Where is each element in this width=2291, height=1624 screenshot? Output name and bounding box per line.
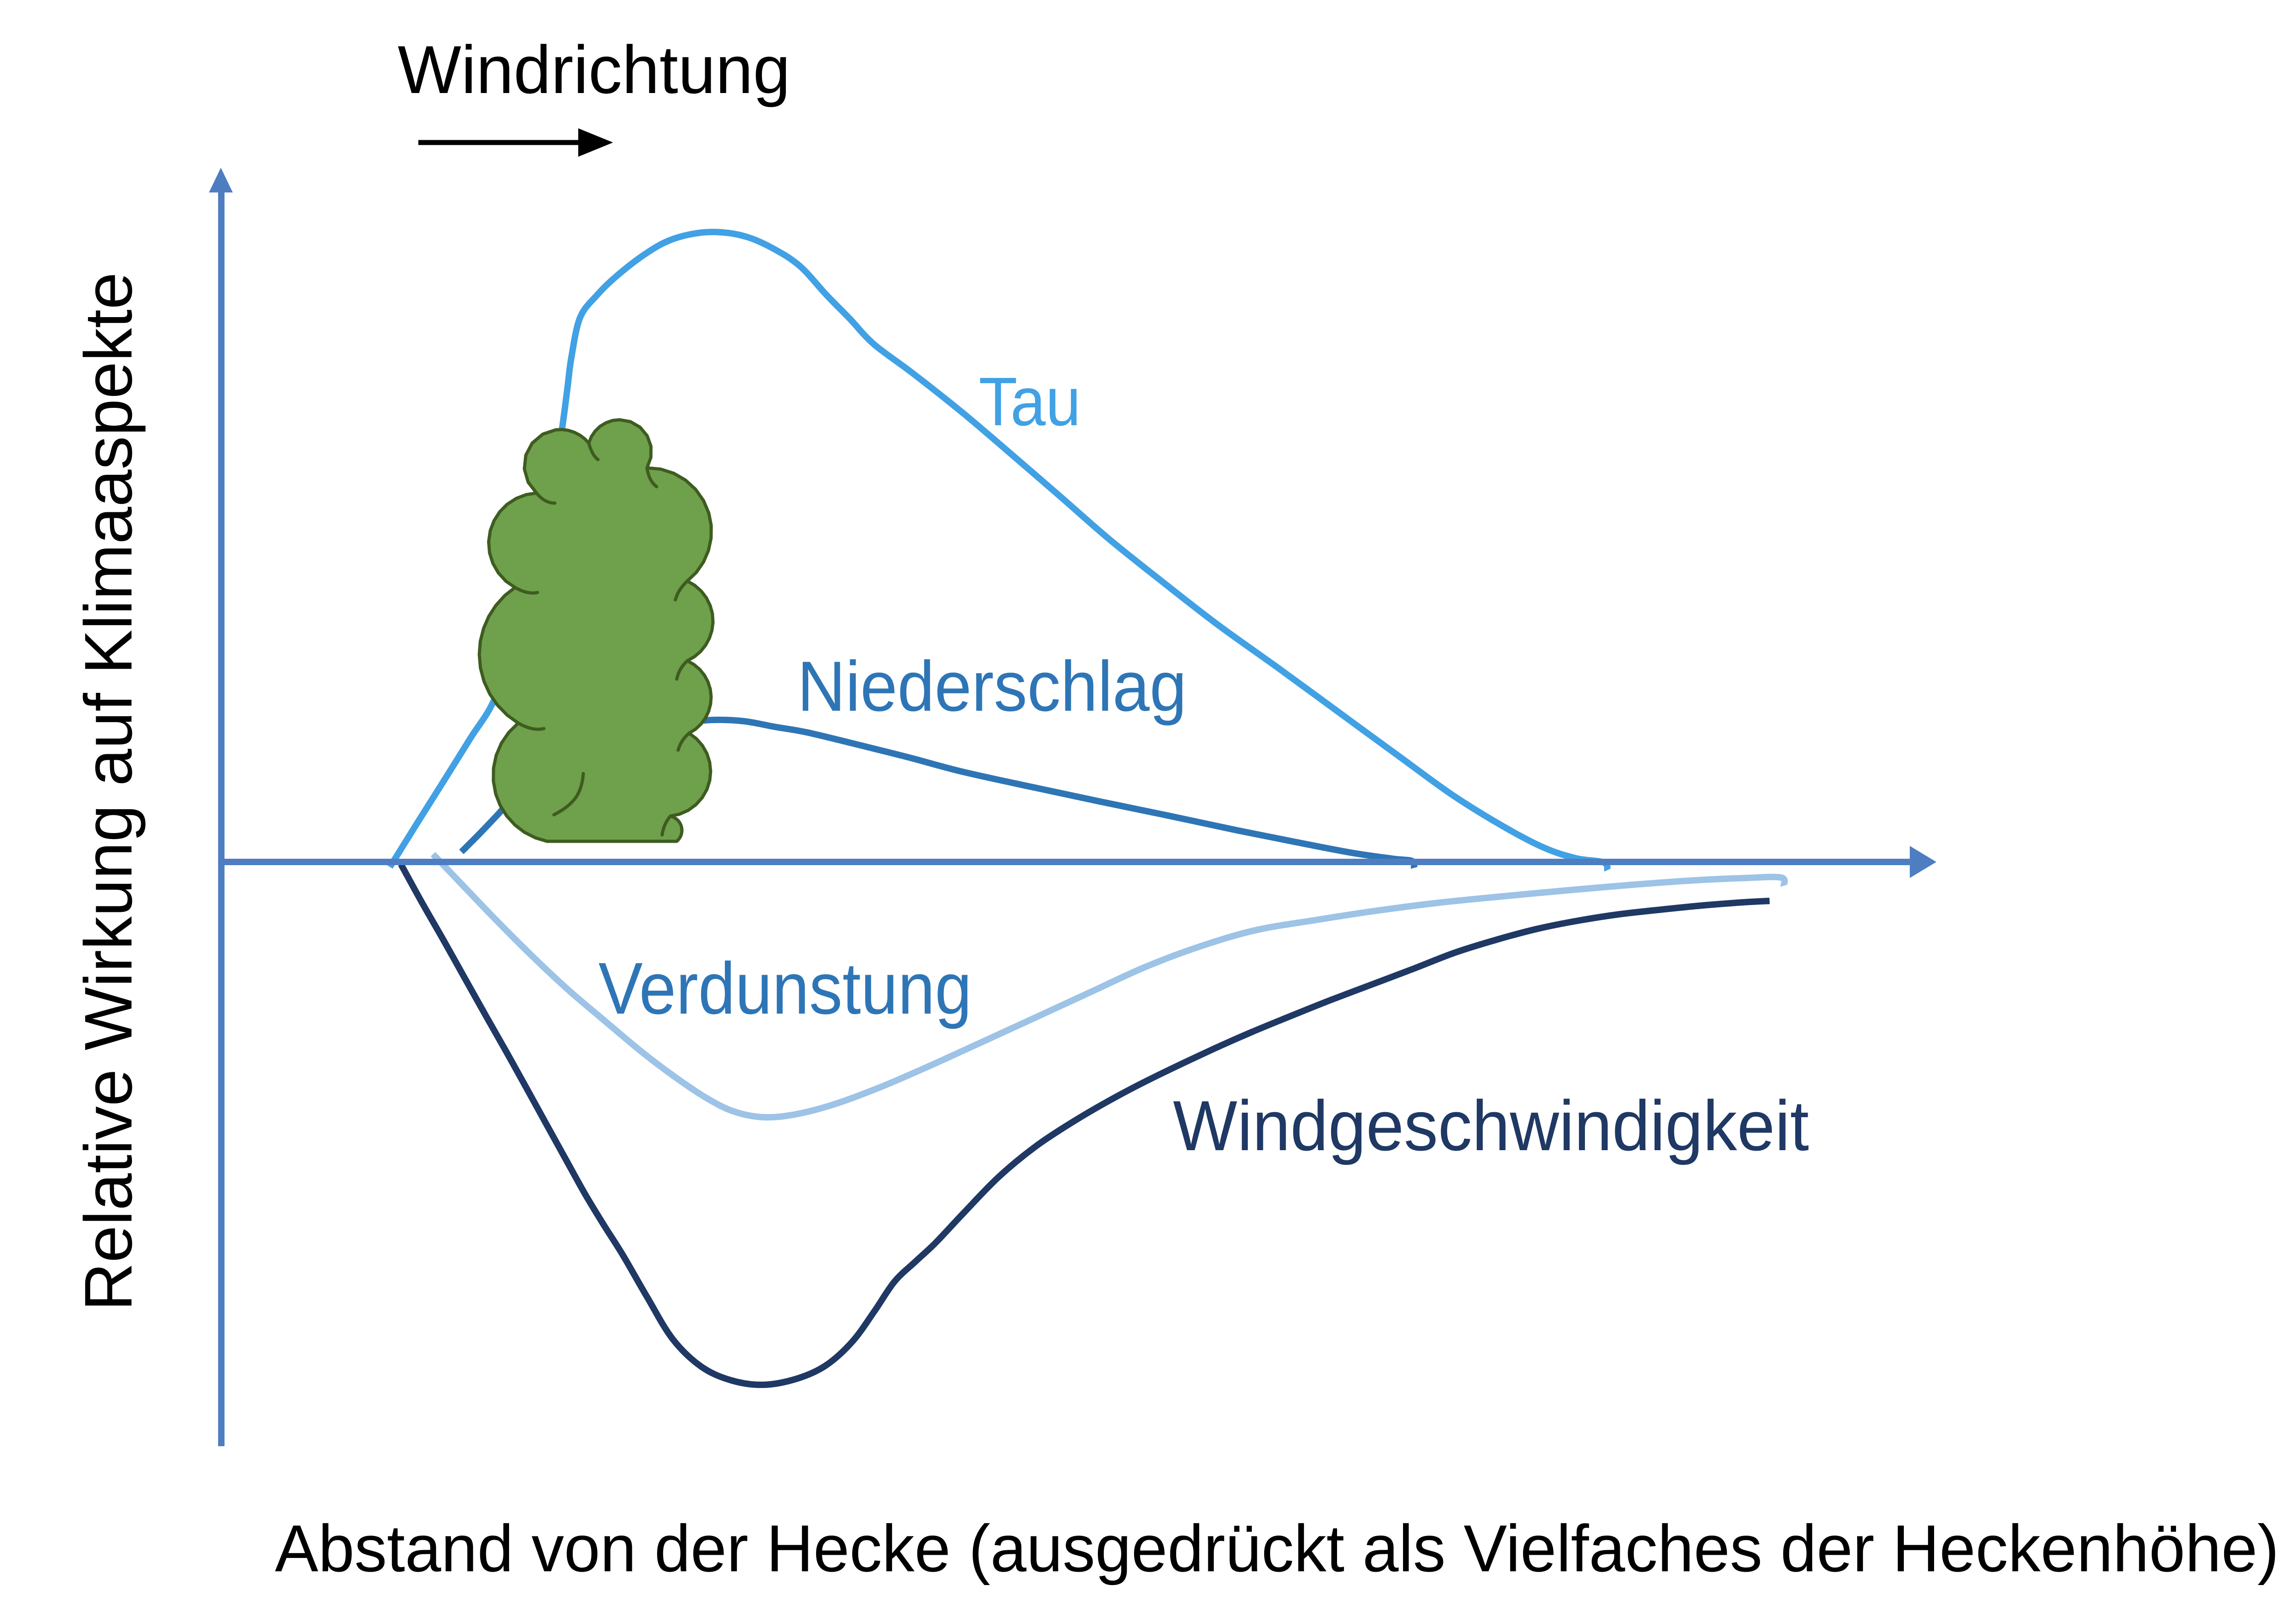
svg-text:Niederschlag: Niederschlag [797,647,1187,726]
svg-text:Tau: Tau [979,363,1081,440]
svg-text:Abstand von der Hecke (ausgedr: Abstand von der Hecke (ausgedrückt als V… [275,1511,2279,1586]
svg-text:Windgeschwindigkeit: Windgeschwindigkeit [1173,1086,1809,1165]
svg-text:Windrichtung: Windrichtung [398,32,790,108]
svg-text:Verdunstung: Verdunstung [598,947,972,1029]
svg-text:Relative Wirkung auf Klimaaspe: Relative Wirkung auf Klimaaspekte [71,272,146,1311]
